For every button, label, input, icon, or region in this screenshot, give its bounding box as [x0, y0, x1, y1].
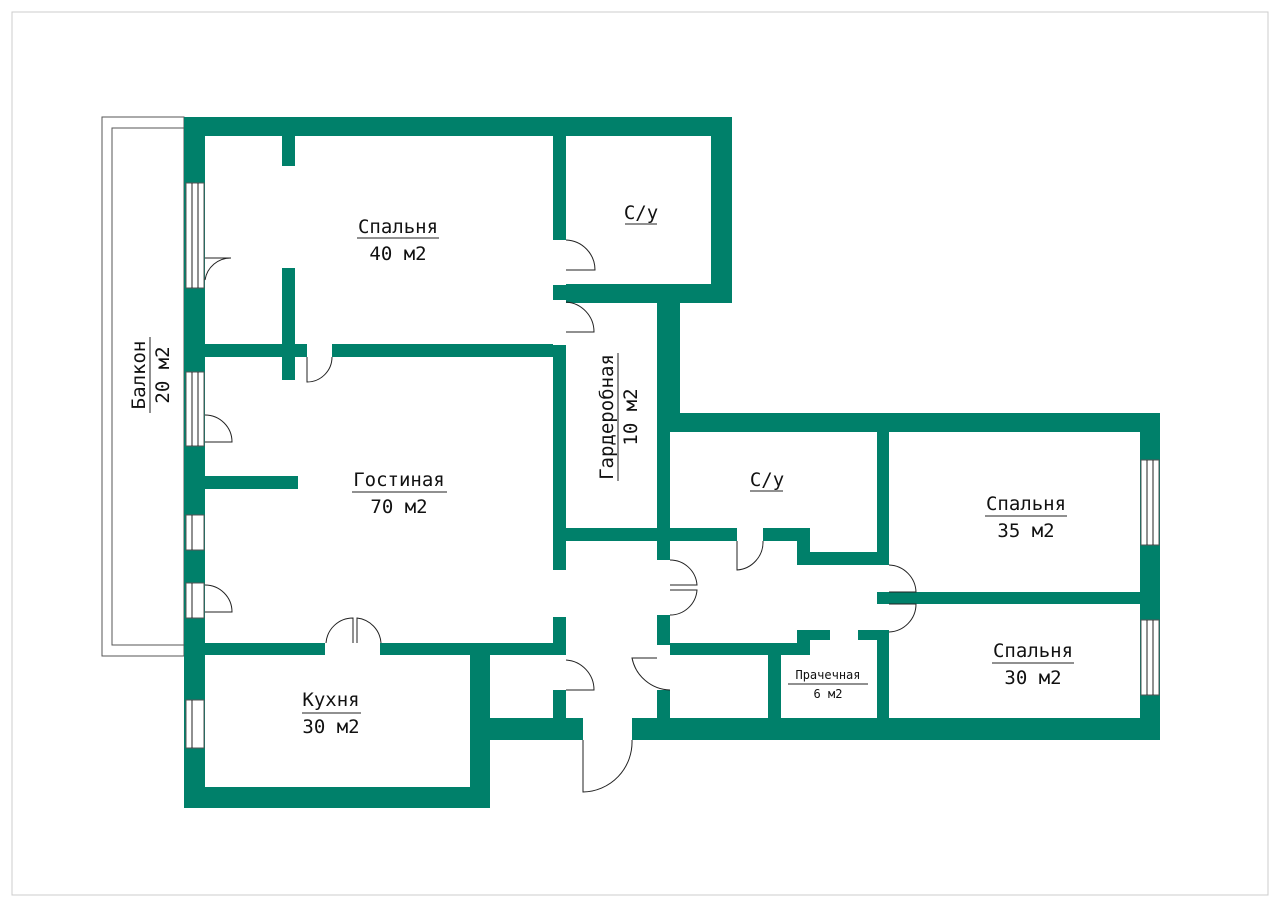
doors — [204, 239, 917, 793]
page-frame — [11, 11, 1269, 896]
svg-text:Кухня: Кухня — [302, 689, 359, 711]
svg-text:30 м2: 30 м2 — [302, 716, 359, 738]
room-bedroom-40: Спальня 40 м2 — [357, 216, 439, 265]
svg-text:40 м2: 40 м2 — [369, 243, 426, 265]
svg-text:Балкон: Балкон — [128, 341, 150, 410]
svg-text:Спальня: Спальня — [993, 640, 1073, 662]
room-bathroom-2: С/у — [750, 469, 784, 492]
room-bedroom-35: Спальня 35 м2 — [985, 493, 1067, 542]
svg-text:20 м2: 20 м2 — [152, 346, 174, 403]
svg-text:С/у: С/у — [750, 469, 784, 491]
svg-text:10 м2: 10 м2 — [620, 388, 642, 445]
svg-text:Спальня: Спальня — [986, 493, 1066, 515]
svg-text:30 м2: 30 м2 — [1004, 667, 1061, 689]
windows — [185, 182, 1160, 749]
svg-text:35 м2: 35 м2 — [997, 520, 1054, 542]
room-bathroom-1: С/у — [624, 202, 658, 225]
room-kitchen: Кухня 30 м2 — [302, 689, 361, 738]
svg-text:Гостиная: Гостиная — [353, 469, 445, 491]
room-laundry: Прачечная 6 м2 — [788, 668, 868, 701]
svg-text:Гардеробная: Гардеробная — [596, 354, 618, 480]
svg-text:70 м2: 70 м2 — [370, 496, 427, 518]
room-bedroom-30: Спальня 30 м2 — [992, 640, 1074, 689]
svg-text:6 м2: 6 м2 — [814, 687, 843, 701]
room-living-70: Гостиная 70 м2 — [352, 469, 447, 518]
svg-text:Прачечная: Прачечная — [795, 668, 860, 682]
walls — [184, 117, 1160, 808]
svg-text:С/у: С/у — [624, 202, 658, 224]
svg-text:Спальня: Спальня — [358, 216, 438, 238]
